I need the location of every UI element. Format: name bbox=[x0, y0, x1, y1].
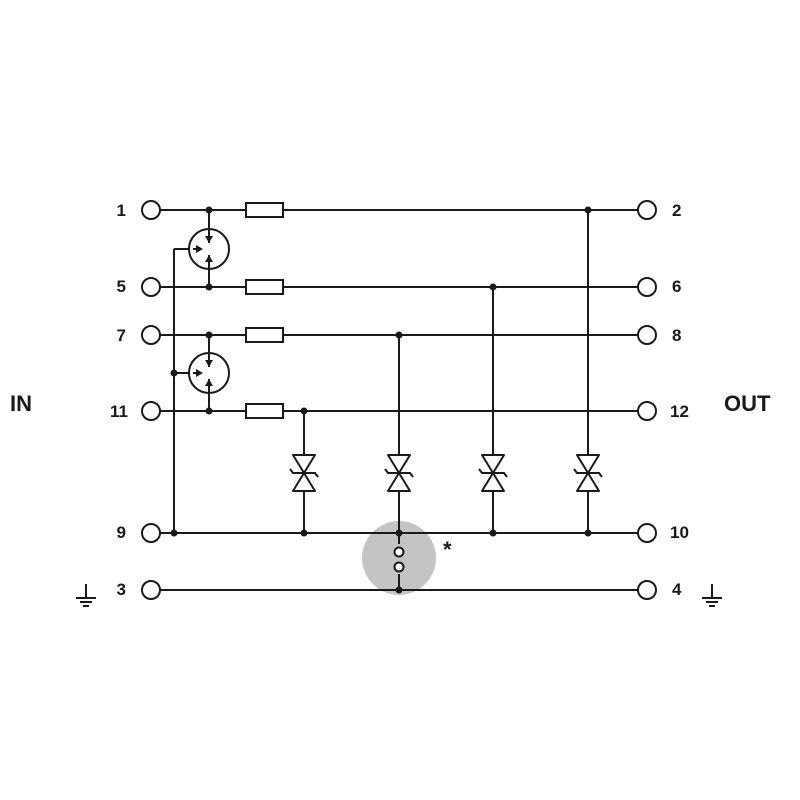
tvs-diode-icon bbox=[478, 454, 508, 492]
terminal-2 bbox=[637, 200, 657, 220]
junction-dots bbox=[170, 206, 592, 594]
resistor-icon bbox=[245, 202, 284, 218]
terminal-label-10: 10 bbox=[670, 523, 689, 542]
terminal-label-2: 2 bbox=[672, 201, 681, 220]
resistor-icon bbox=[245, 279, 284, 295]
ground-icon bbox=[76, 584, 96, 607]
link-contact bbox=[393, 561, 405, 573]
terminal-8 bbox=[637, 325, 657, 345]
resistor-icon bbox=[245, 403, 284, 419]
terminal-label-8: 8 bbox=[672, 326, 681, 345]
terminal-label-4: 4 bbox=[672, 580, 682, 599]
gas-discharge-tube-icon bbox=[188, 228, 230, 270]
terminal-5 bbox=[141, 277, 161, 297]
terminal-4 bbox=[637, 580, 657, 600]
terminal-label-9: 9 bbox=[117, 523, 126, 542]
terminal-11 bbox=[141, 401, 161, 421]
terminal-12 bbox=[637, 401, 657, 421]
terminal-label-7: 7 bbox=[117, 326, 126, 345]
tvs-diode-icon bbox=[384, 454, 414, 492]
gas-discharge-tube-icon bbox=[188, 352, 230, 394]
input-side-label: IN bbox=[10, 391, 32, 416]
terminal-3 bbox=[141, 580, 161, 600]
terminal-9 bbox=[141, 523, 161, 543]
terminal-label-11: 11 bbox=[110, 402, 128, 421]
terminal-6 bbox=[637, 277, 657, 297]
terminal-label-5: 5 bbox=[117, 277, 126, 296]
tvs-diode-icon bbox=[573, 454, 603, 492]
ground-icon bbox=[702, 584, 722, 607]
link-contact bbox=[393, 546, 405, 558]
resistor-icon bbox=[245, 327, 284, 343]
tvs-diode-icon bbox=[289, 454, 319, 492]
terminal-1 bbox=[141, 200, 161, 220]
terminal-label-1: 1 bbox=[117, 201, 126, 220]
terminal-label-12: 12 bbox=[670, 402, 689, 421]
output-side-label: OUT bbox=[724, 391, 771, 416]
terminal-label-6: 6 bbox=[672, 277, 681, 296]
terminal-label-3: 3 bbox=[117, 580, 126, 599]
terminal-7 bbox=[141, 325, 161, 345]
terminal-10 bbox=[637, 523, 657, 543]
note-asterisk: * bbox=[443, 537, 452, 562]
